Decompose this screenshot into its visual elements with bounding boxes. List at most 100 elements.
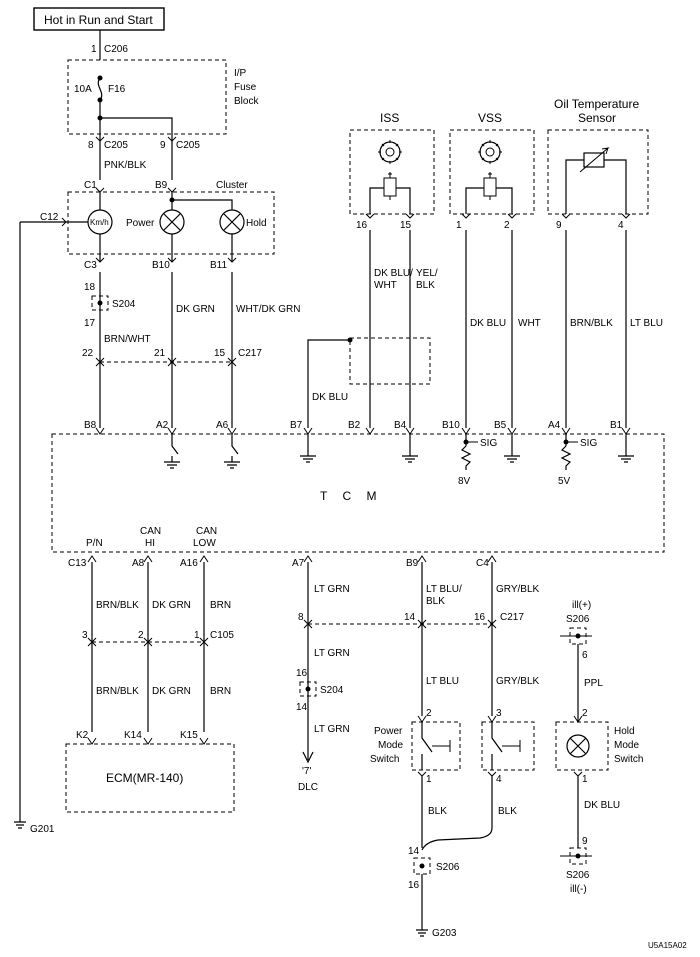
- cluster-box: [67, 191, 275, 255]
- cluster-pin-b10: B10: [152, 260, 170, 271]
- wire-ltblu-blk-2: BLK: [426, 596, 445, 607]
- wire-blk-left: BLK: [428, 806, 447, 817]
- fuse-block-label-3: Block: [234, 96, 259, 107]
- wire-ltblu-blk-1: LT BLU/: [426, 584, 462, 595]
- power-source-label: Hot in Run and Start: [44, 13, 153, 27]
- power-switch-label-3: Switch: [370, 754, 399, 765]
- hold-switch-label-2: Mode: [614, 740, 639, 751]
- tcm-pin-b5: B5: [494, 420, 507, 431]
- s206-ill-top-name: S206: [566, 614, 590, 625]
- tcm-box: [51, 433, 665, 553]
- s204-bottom-pin-16: 16: [296, 668, 308, 679]
- power-switch-label-2: Mode: [378, 740, 403, 751]
- hold-switch-label-3: Switch: [614, 754, 643, 765]
- power-switch-label-1: Power: [374, 726, 403, 737]
- gauge-label: Km/h: [90, 218, 109, 227]
- wire-lower-brn-blk: BRN/BLK: [96, 600, 139, 611]
- tcm-label-canhi-2: HI: [145, 538, 155, 549]
- tcm-pin-a4: A4: [548, 420, 561, 431]
- c217-bottom-pin-8: 8: [298, 612, 304, 623]
- tcm-volt-5: 5V: [558, 476, 571, 487]
- iss-pin-15: 15: [400, 220, 412, 231]
- oil-title-1: Oil Temperature: [554, 97, 639, 111]
- oil-pin-9: 9: [556, 220, 562, 231]
- wire-oil-lt-blu: LT BLU: [630, 318, 663, 329]
- tcm-label-canhi-1: CAN: [140, 526, 161, 537]
- wire-dkblu-wht-2: WHT: [374, 280, 397, 291]
- c105-pin-3: 3: [82, 630, 88, 641]
- wire-lt-blu-lower: LT BLU: [426, 676, 459, 687]
- hold-switch-pin-2: 2: [582, 708, 588, 719]
- c217-bottom-name: C217: [500, 612, 524, 623]
- fuse-block-box: [67, 59, 227, 135]
- tcm-pin-b9: B9: [406, 558, 419, 569]
- hold-switch-label-1: Hold: [614, 726, 635, 737]
- tcm-pin-b8: B8: [84, 420, 97, 431]
- c217-bottom-pin-16: 16: [474, 612, 486, 623]
- tcm-label-pn: P/N: [86, 538, 103, 549]
- s204-top-pin-17: 17: [84, 318, 96, 329]
- dlc-name: DLC: [298, 782, 318, 793]
- c105-pin-1: 1: [194, 630, 200, 641]
- wire-lower-dk-grn: DK GRN: [152, 600, 191, 611]
- wire-lower-lt-grn: LT GRN: [314, 584, 350, 595]
- c105-name: C105: [210, 630, 234, 641]
- c217-top-pin-15: 15: [214, 348, 226, 359]
- c217-top-pin-22: 22: [82, 348, 94, 359]
- ill-plus-label: ill(+): [572, 600, 591, 611]
- c205-left-pin: 8: [88, 140, 94, 151]
- power-switch-pin-2: 2: [426, 708, 432, 719]
- s206-ground-pin-16: 16: [408, 880, 420, 891]
- tcm-pin-a2: A2: [156, 420, 169, 431]
- wire-dk-grn-upper: DK GRN: [176, 304, 215, 315]
- hold-lamp-label: Hold: [246, 218, 267, 229]
- power-mode-switch-box-2: [481, 721, 535, 771]
- power-switch-pin-3: 3: [496, 708, 502, 719]
- wire-yel-blk-1: YEL/: [416, 268, 438, 279]
- fuse-name: F16: [108, 84, 126, 95]
- wire-blk-right: BLK: [498, 806, 517, 817]
- cluster-pin-b11: B11: [210, 260, 227, 271]
- tcm-pin-b2: B2: [348, 420, 361, 431]
- vss-pin-2: 2: [504, 220, 510, 231]
- wire-dkblu-wht-1: DK BLU/: [374, 268, 413, 279]
- tcm-pin-a16: A16: [180, 558, 198, 569]
- wire-gry-blk: GRY/BLK: [496, 584, 539, 595]
- power-mode-switch-box: [411, 721, 461, 771]
- wire-lower-lt-grn-2: LT GRN: [314, 648, 350, 659]
- hold-switch-pin-1: 1: [582, 774, 588, 785]
- tcm-pin-b7: B7: [290, 420, 303, 431]
- tcm-pin-b1: B1: [610, 420, 623, 431]
- c206-label: C206: [104, 44, 128, 55]
- fuse-block-label-1: I/P: [234, 68, 247, 79]
- s206-ill-bottom-name: S206: [566, 870, 590, 881]
- tcm-sig-1: SIG: [480, 438, 497, 449]
- s204-top-name: S204: [112, 299, 136, 310]
- c205-left-label: C205: [104, 140, 128, 151]
- ecm-box: [65, 743, 235, 813]
- wire-wht-dkgrn: WHT/DK GRN: [236, 304, 300, 315]
- ecm-pin-k15: K15: [180, 730, 198, 741]
- cluster-pin-c12: C12: [40, 212, 59, 223]
- s204-bottom-pin-14: 14: [296, 702, 308, 713]
- figure-code: U5A15A02: [648, 941, 687, 950]
- vss-title: VSS: [478, 111, 502, 125]
- wire-pnk-blk: PNK/BLK: [104, 160, 147, 171]
- tcm-pin-c13: C13: [68, 558, 87, 569]
- tcm-sig-2: SIG: [580, 438, 597, 449]
- wire-brn-wht: BRN/WHT: [104, 334, 151, 345]
- oil-sensor-box: [547, 129, 649, 215]
- shield-box: [349, 337, 431, 385]
- wire-yel-blk-2: BLK: [416, 280, 435, 291]
- s206-ill-bottom-pin: 9: [582, 836, 588, 847]
- oil-pin-4: 4: [618, 220, 624, 231]
- wire-lower-brn-blk-2: BRN/BLK: [96, 686, 139, 697]
- ground-g201: G201: [30, 824, 55, 835]
- s206-ill-top-pin: 6: [582, 650, 588, 661]
- c105-pin-2: 2: [138, 630, 144, 641]
- tcm-pin-a8: A8: [132, 558, 145, 569]
- c217-top-pin-21: 21: [154, 348, 166, 359]
- tcm-pin-b10: B10: [442, 420, 460, 431]
- cluster-title: Cluster: [216, 180, 248, 191]
- wire-vss-wht: WHT: [518, 318, 541, 329]
